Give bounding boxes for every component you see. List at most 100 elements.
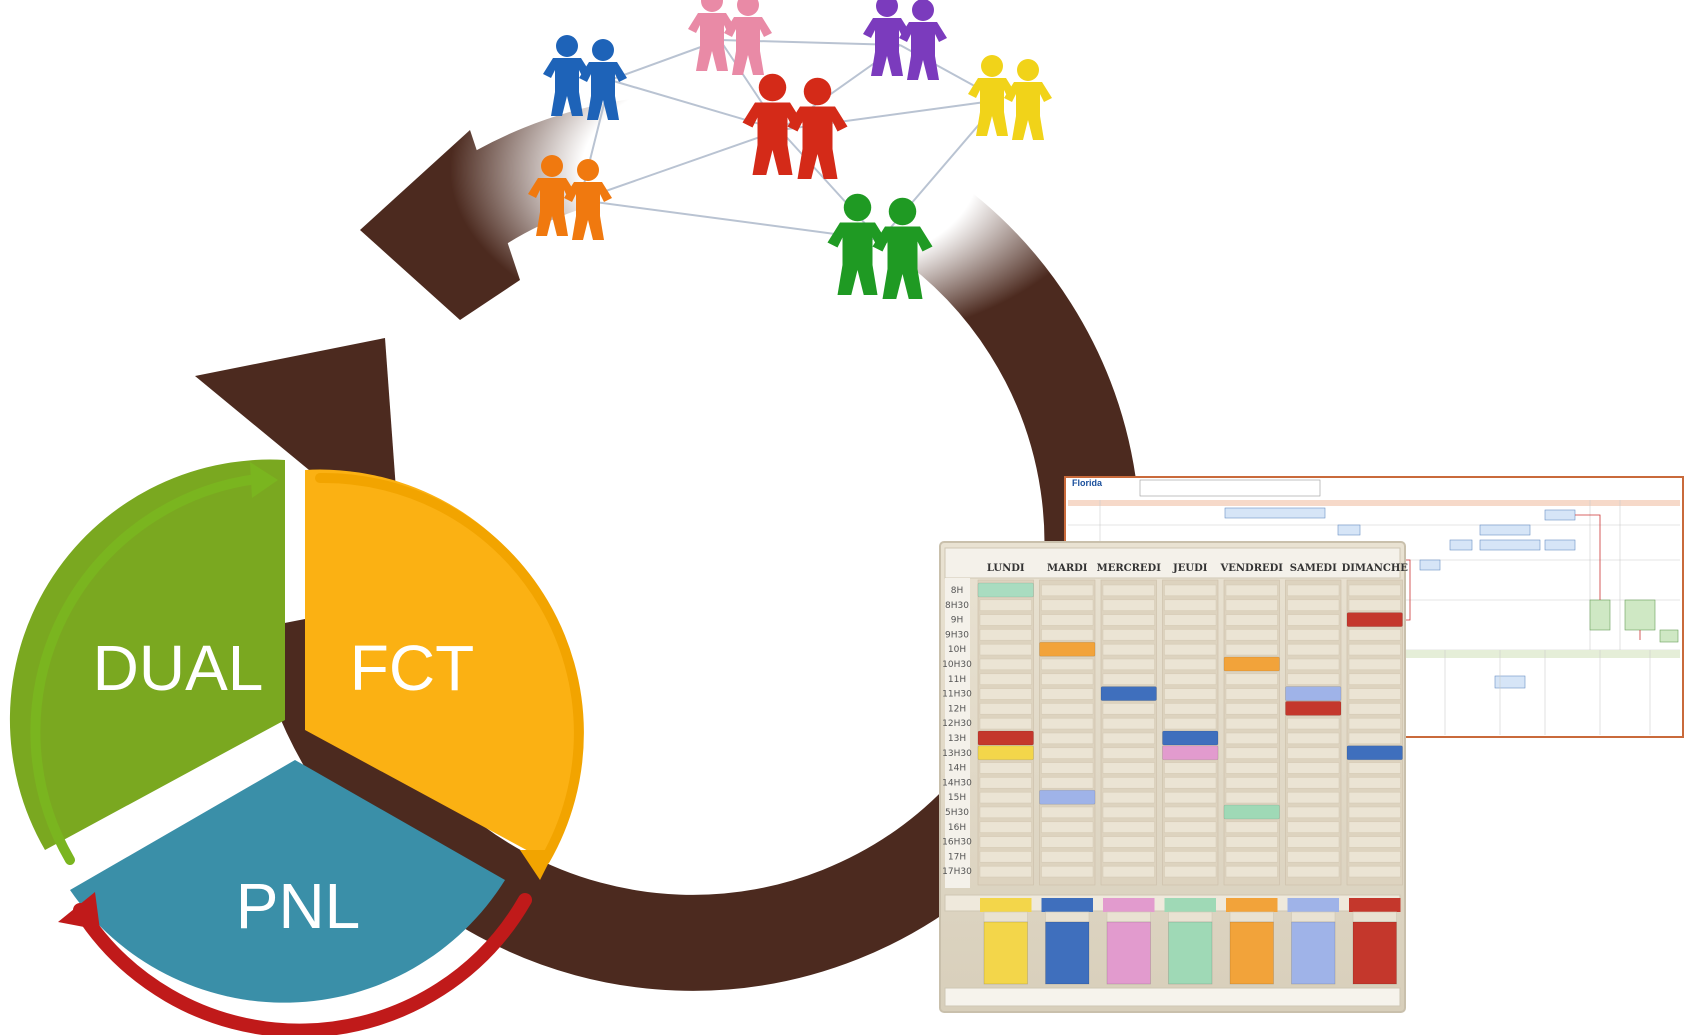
slot	[1102, 851, 1155, 863]
slot	[1348, 673, 1401, 685]
slot	[1102, 703, 1155, 715]
dual-arrowhead-icon	[250, 462, 278, 498]
hour-label: 12H30	[942, 719, 972, 729]
slot	[1164, 643, 1217, 656]
day-column	[1346, 579, 1403, 886]
slot	[979, 599, 1032, 611]
slot	[1164, 836, 1217, 848]
planning-card[interactable]	[1162, 745, 1219, 761]
slot	[979, 806, 1032, 819]
person-figure	[787, 77, 848, 179]
slot	[1164, 851, 1217, 863]
hour-label: 5H30	[945, 808, 969, 818]
slot	[1225, 673, 1278, 685]
hour-label: 9H	[951, 616, 964, 626]
slot	[1041, 777, 1094, 789]
hour-label: 12H	[948, 704, 966, 714]
planning-card[interactable]	[977, 745, 1034, 761]
person-figure	[863, 0, 911, 76]
slot	[1164, 762, 1217, 774]
slot	[1041, 599, 1094, 611]
hour-label: 8H30	[945, 601, 969, 611]
slot	[1102, 643, 1155, 656]
slot	[1041, 865, 1094, 878]
people-network-illustration	[528, 0, 1052, 299]
slot	[1287, 717, 1340, 730]
slot	[1164, 806, 1217, 819]
people-group-purple	[863, 0, 947, 80]
slot	[1287, 806, 1340, 819]
slot	[1287, 614, 1340, 626]
day-column	[1223, 579, 1280, 886]
planning-card[interactable]	[1285, 701, 1342, 716]
hour-label: 11H	[948, 675, 966, 685]
card-pocket[interactable]	[1103, 898, 1155, 985]
slot	[1225, 762, 1278, 774]
slot	[1225, 688, 1278, 700]
slot	[1164, 673, 1217, 685]
planning-card[interactable]	[1223, 656, 1280, 672]
slot	[979, 703, 1032, 715]
card-pocket[interactable]	[1041, 898, 1094, 985]
hour-label: 13H	[948, 734, 966, 744]
planning-card[interactable]	[1100, 686, 1157, 701]
slot	[1164, 777, 1217, 789]
slot	[1041, 688, 1094, 700]
planning-card[interactable]	[1285, 686, 1342, 701]
slot	[1348, 821, 1401, 833]
slot	[1287, 629, 1340, 641]
slot	[979, 836, 1032, 848]
hour-label: 8H	[951, 586, 964, 596]
slot	[1287, 791, 1340, 804]
slot	[1348, 806, 1401, 819]
person-figure	[742, 73, 803, 175]
slot	[1287, 747, 1340, 759]
slot	[979, 673, 1032, 685]
fct-arrowhead-icon	[520, 850, 555, 880]
slot	[1102, 806, 1155, 819]
pnl-arrow	[73, 893, 532, 1035]
card-pocket[interactable]	[1349, 898, 1401, 985]
cycle-pie: DUAL FCT PNL	[9, 459, 584, 1035]
hour-label: 16H	[948, 823, 966, 833]
card-pocket[interactable]	[1287, 898, 1340, 985]
slot	[1041, 851, 1094, 863]
slot	[1287, 673, 1340, 685]
person-figure	[827, 193, 888, 295]
card-pocket[interactable]	[1164, 898, 1217, 985]
slot	[1225, 747, 1278, 759]
hour-label: 13H30	[942, 749, 972, 759]
slot	[1287, 599, 1340, 611]
slot	[1041, 703, 1094, 715]
planning-card[interactable]	[1162, 730, 1219, 746]
hour-label: 10H30	[942, 660, 972, 670]
slot	[1102, 821, 1155, 833]
slot	[1102, 836, 1155, 848]
planning-card[interactable]	[1223, 804, 1280, 820]
day-header: JEUDI	[1172, 563, 1208, 574]
card-pocket[interactable]	[980, 898, 1032, 985]
slot	[1225, 717, 1278, 730]
person-figure	[564, 159, 612, 240]
slot	[1164, 688, 1217, 700]
planning-card[interactable]	[1346, 745, 1403, 761]
card-pocket[interactable]	[1226, 898, 1278, 985]
slot	[1225, 732, 1278, 745]
slot	[1287, 851, 1340, 863]
slot	[1287, 821, 1340, 833]
planning-card[interactable]	[1346, 612, 1403, 627]
planning-card[interactable]	[1039, 789, 1096, 805]
planning-card[interactable]	[977, 730, 1034, 746]
slot	[1164, 865, 1217, 878]
slot	[1287, 584, 1340, 597]
planning-card[interactable]	[1039, 641, 1096, 657]
slot	[1102, 717, 1155, 730]
slot	[1348, 688, 1401, 700]
slot	[1225, 821, 1278, 833]
planning-card[interactable]	[977, 582, 1034, 598]
slot	[979, 717, 1032, 730]
slot	[1102, 747, 1155, 759]
slot	[1225, 703, 1278, 715]
slot	[979, 629, 1032, 641]
slot	[1041, 732, 1094, 745]
